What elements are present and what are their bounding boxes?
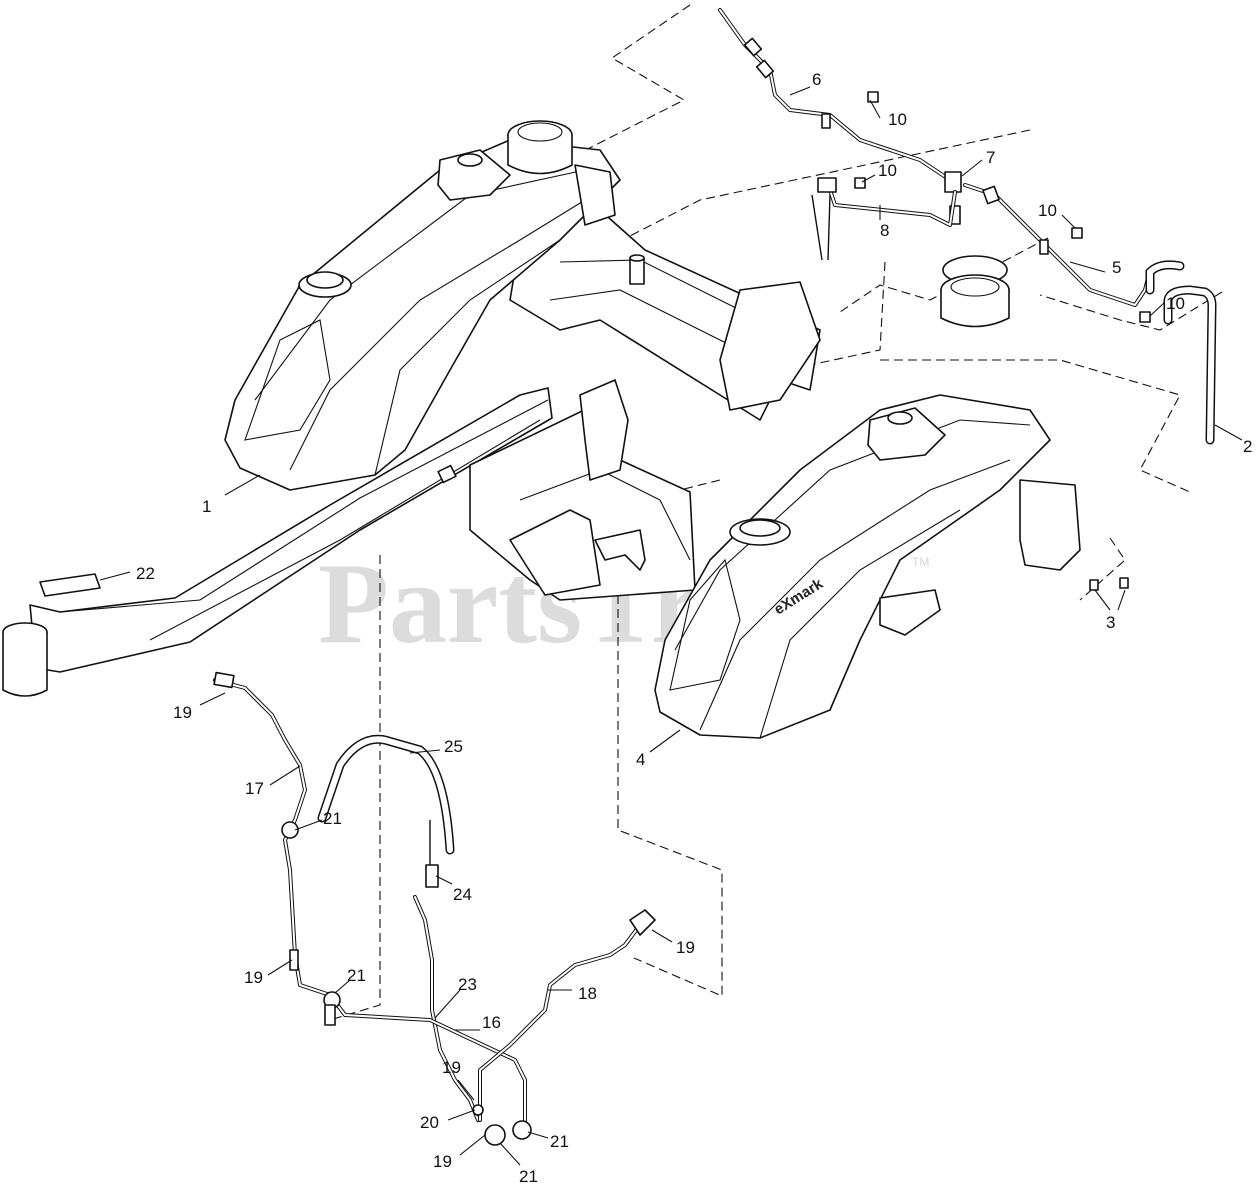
callout-21-c: 21 [550, 1132, 569, 1151]
callout-10-c: 10 [1038, 201, 1057, 220]
callout-3: 3 [1106, 613, 1115, 632]
fuel-line-16 [328, 993, 527, 1122]
callout-24: 24 [453, 885, 472, 904]
callout-10-d: 10 [1166, 294, 1185, 313]
callout-19-b: 19 [676, 938, 695, 957]
callout-18: 18 [578, 984, 597, 1003]
callout-labels: 1 2 3 4 5 6 7 8 10 10 10 10 16 17 18 19 … [136, 70, 1252, 1186]
callout-19-d: 19 [442, 1058, 461, 1077]
callout-22: 22 [136, 564, 155, 583]
callout-25: 25 [444, 737, 463, 756]
callout-16: 16 [482, 1013, 501, 1032]
callout-1: 1 [202, 497, 211, 516]
clamps-10 [854, 91, 1151, 323]
callout-leaders [99, 86, 1243, 1166]
callout-21-d: 21 [519, 1167, 538, 1186]
vent-tube-2 [1163, 285, 1217, 445]
watermark-tm: TM [912, 555, 929, 569]
right-fuel-tank: eXmark [654, 255, 1081, 739]
callout-10-b: 10 [878, 161, 897, 180]
decal-22 [39, 573, 101, 597]
callout-17: 17 [245, 779, 264, 798]
callout-20: 20 [420, 1113, 439, 1132]
callout-19-a: 19 [173, 703, 192, 722]
callout-7: 7 [986, 148, 995, 167]
fuel-line-23 [413, 895, 480, 1122]
callout-8: 8 [880, 221, 889, 240]
fuel-line-5 [963, 183, 1185, 307]
fuel-line-8 [811, 177, 957, 261]
fuel-line-6 [718, 8, 952, 182]
callout-4: 4 [636, 750, 645, 769]
fitting-24 [425, 820, 439, 888]
callout-21-a: 21 [323, 809, 342, 828]
callout-21-b: 21 [347, 966, 366, 985]
clamps-21 [281, 821, 532, 1146]
callout-5: 5 [1112, 258, 1121, 277]
center-bracket [469, 379, 696, 601]
callout-19-e: 19 [433, 1152, 452, 1171]
left-fuel-tank [224, 120, 621, 491]
callout-2: 2 [1243, 437, 1252, 456]
rear-frame [509, 209, 821, 421]
callout-19-c: 19 [244, 968, 263, 987]
callout-23: 23 [458, 975, 477, 994]
hose-25 [317, 734, 455, 855]
fuel-line-17 [213, 671, 332, 997]
frame-rail [2, 387, 553, 697]
callout-10-a: 10 [888, 110, 907, 129]
fuel-line-18 [478, 909, 656, 1122]
clips-3 [1089, 577, 1129, 591]
callout-6: 6 [812, 70, 821, 89]
assembly-guide-lines [329, 4, 1223, 1021]
